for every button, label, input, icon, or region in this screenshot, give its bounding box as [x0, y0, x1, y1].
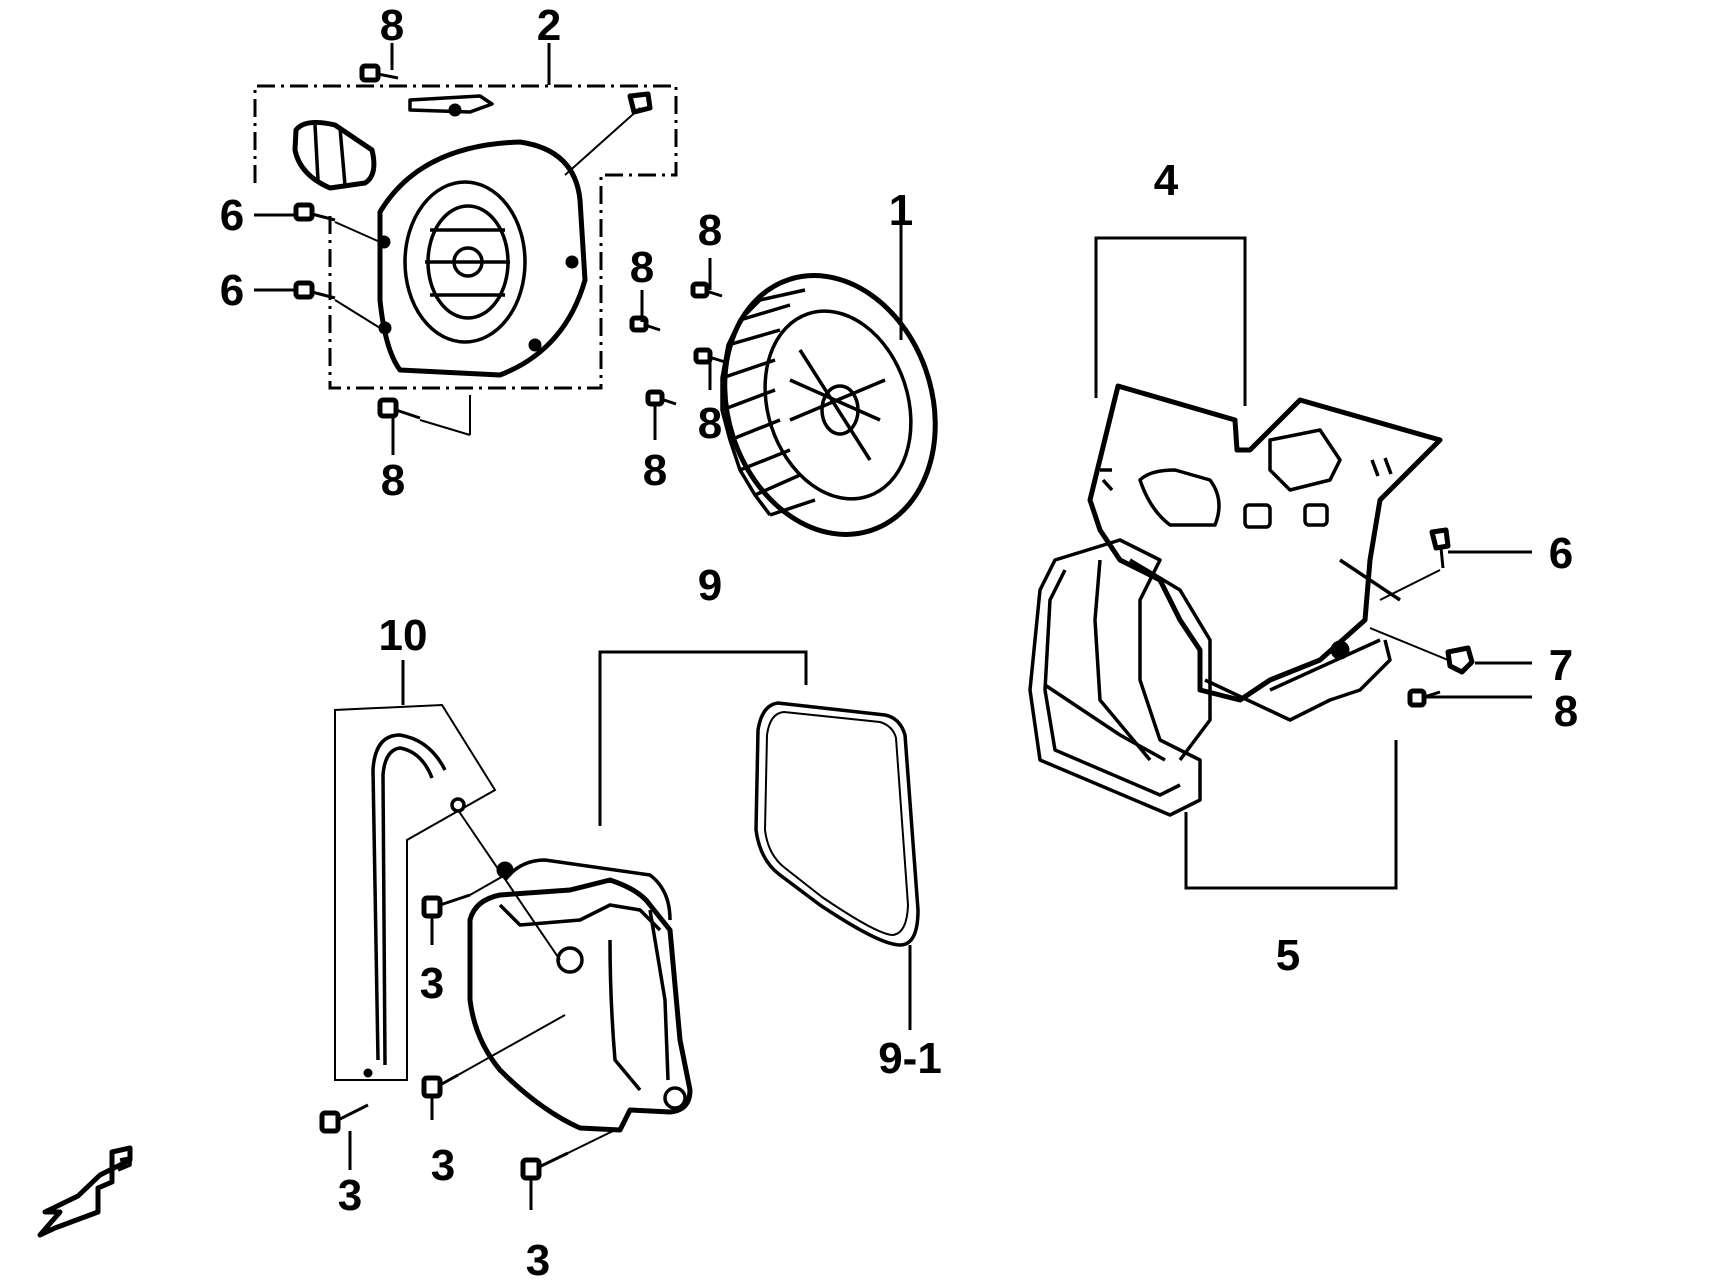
leader-lines — [254, 43, 1532, 1210]
callout-3-d: 3 — [526, 1236, 550, 1282]
screw-3-a — [421, 874, 506, 919]
callout-3-a: 3 — [420, 959, 444, 1008]
part-9-head-cover — [467, 858, 693, 1133]
callout-10: 10 — [379, 611, 428, 660]
part-5-lower-shroud — [1028, 538, 1392, 817]
screw-8-fan-d — [645, 389, 677, 407]
callout-6-upper: 6 — [220, 191, 244, 240]
part-4-upper-shroud — [1087, 383, 1443, 703]
callout-8-fan-d: 8 — [643, 446, 667, 495]
screw-8-fan-c — [693, 347, 726, 365]
screw-8-fan-b — [629, 315, 661, 333]
screw-8-bottom — [377, 395, 471, 436]
callout-8-fan-c: 8 — [698, 399, 722, 448]
part-5-bracket — [1184, 740, 1398, 890]
starter-bracket — [408, 94, 494, 117]
callout-4: 4 — [1154, 156, 1179, 205]
screw-8-top — [359, 63, 399, 83]
screw-6-upper — [293, 202, 381, 243]
callout-2: 2 — [537, 1, 561, 50]
callout-8-fan-a: 8 — [698, 206, 722, 255]
screw-3-c — [319, 1103, 369, 1134]
screw-3-d — [520, 1129, 616, 1181]
callout-9: 9 — [698, 561, 722, 610]
callout-1: 1 — [889, 186, 913, 235]
callout-8-fan-b: 8 — [630, 243, 654, 292]
fan-cover — [377, 139, 588, 378]
clip-7-right — [1369, 627, 1475, 675]
callout-3-b: 3 — [431, 1141, 455, 1190]
part-4-bracket — [1094, 236, 1247, 406]
callout-8-bottom: 8 — [381, 456, 405, 505]
callout-7: 7 — [1549, 641, 1573, 690]
callout-8-top: 8 — [380, 1, 404, 50]
part-10-breather-hose — [334, 703, 561, 1081]
callout-5: 5 — [1276, 931, 1300, 980]
callout-9-1: 9-1 — [878, 1034, 942, 1083]
screw-8-fan-a — [690, 281, 723, 299]
screw-6-lower — [293, 280, 381, 329]
part-9-bracket — [598, 650, 808, 826]
fan-cover-group-bracket — [253, 84, 678, 390]
callout-3-c: 3 — [338, 1171, 362, 1220]
callout-labels: 1 2 8 6 6 8 8 8 8 8 4 6 7 8 5 9 9-1 10 3… — [220, 1, 1578, 1282]
screw-6-right — [1379, 527, 1451, 601]
front-direction-arrow-icon — [37, 1145, 133, 1238]
cover-screw-top-right — [627, 91, 653, 115]
part-1-cooling-fan — [720, 273, 938, 537]
starter-pulley — [292, 119, 377, 191]
callout-8-right: 8 — [1554, 687, 1578, 736]
callout-6-right: 6 — [1549, 529, 1573, 578]
callout-6-lower: 6 — [220, 266, 244, 315]
part-2-fan-cover-group — [253, 84, 678, 390]
part-9-1-gasket — [754, 701, 920, 1030]
